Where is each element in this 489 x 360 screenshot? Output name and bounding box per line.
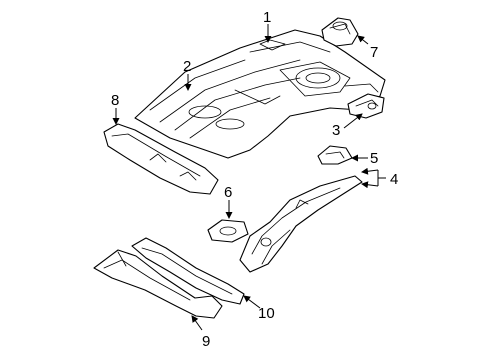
part-9-rail <box>93 249 223 319</box>
part-6-pad <box>207 219 249 243</box>
callout-9: 9 <box>202 333 210 350</box>
part-5-bracket <box>317 145 353 165</box>
callout-4: 4 <box>390 171 398 188</box>
callout-8: 8 <box>111 92 119 109</box>
callout-7: 7 <box>370 44 378 61</box>
part-4-side-member <box>239 175 363 273</box>
callout-2: 2 <box>183 58 191 75</box>
callout-6: 6 <box>224 184 232 201</box>
callout-3: 3 <box>332 122 340 139</box>
part-7-bracket <box>321 17 359 47</box>
callout-5: 5 <box>370 150 378 167</box>
part-10-rail <box>131 237 245 305</box>
callout-1: 1 <box>263 9 271 26</box>
part-3-bracket <box>347 93 385 119</box>
part-8-crossmember <box>103 123 219 195</box>
callout-10: 10 <box>258 305 275 322</box>
floor-pan <box>134 29 386 159</box>
